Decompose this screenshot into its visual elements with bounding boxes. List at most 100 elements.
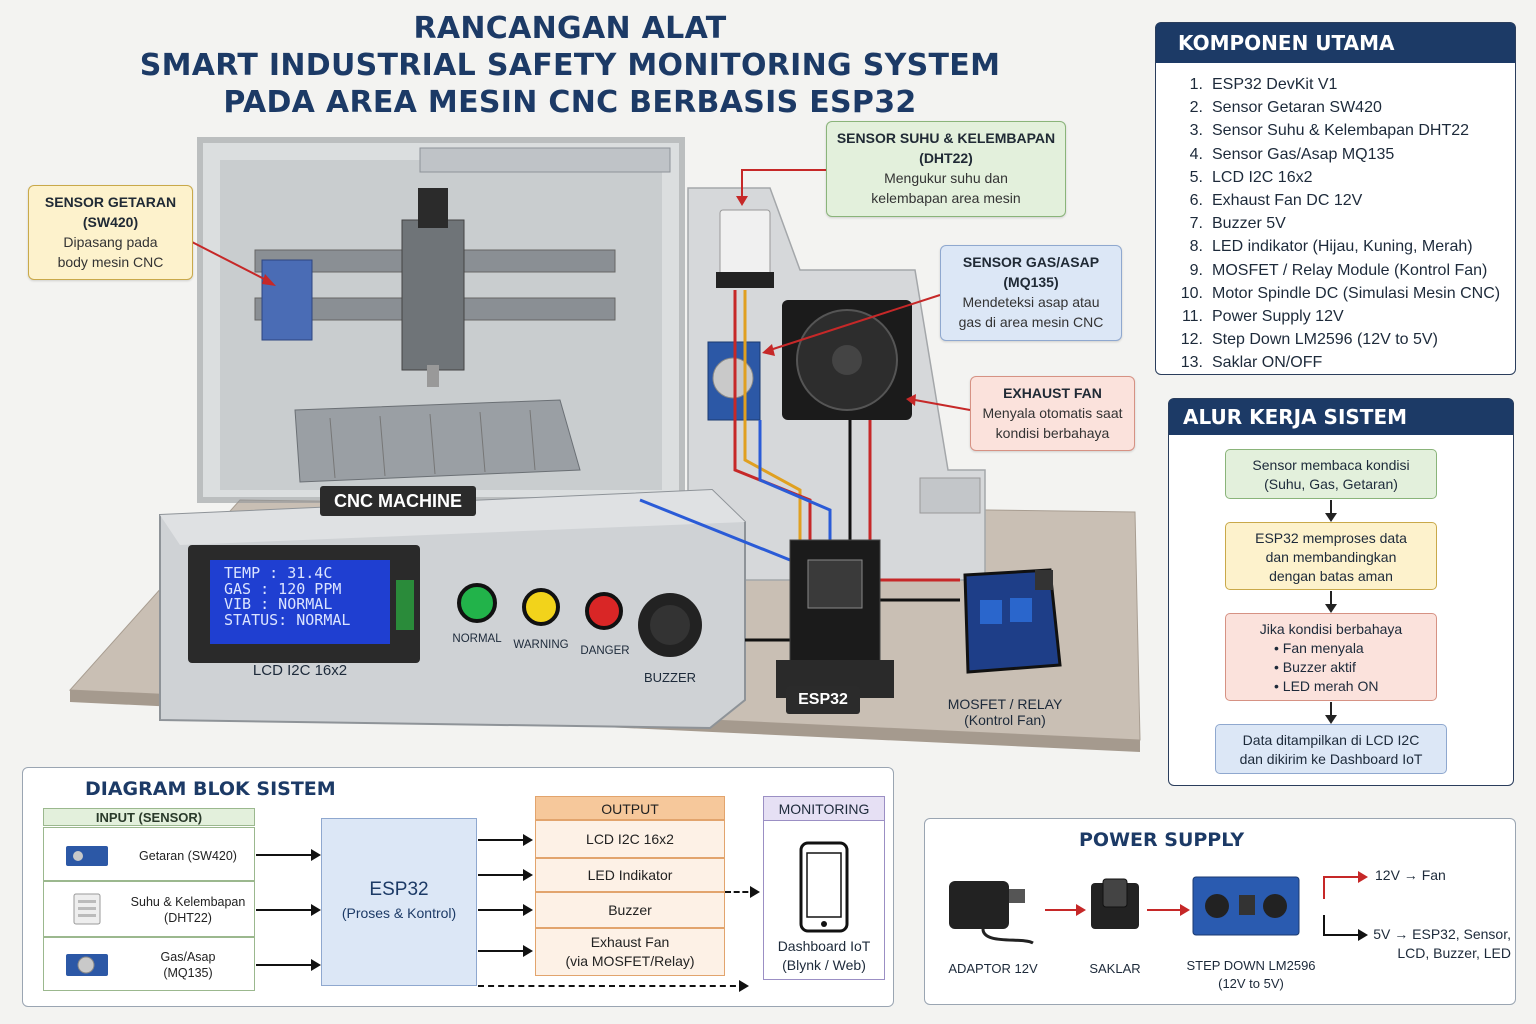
dht22-sensor — [719, 209, 771, 277]
output-led: LED Indikator — [535, 858, 725, 892]
monitoring-label: Dashboard IoT (Blynk / Web) — [764, 937, 884, 975]
output-fan-line-2: (via MOSFET/Relay) — [565, 953, 695, 969]
led-normal-label: NORMAL — [452, 633, 502, 645]
komponen-item-label: LCD I2C 16x2 — [1212, 168, 1313, 186]
output-fan-line-1: Exhaust Fan — [590, 934, 670, 950]
arrow-5v-devices — [1323, 929, 1368, 941]
input-suhu-line-2: (DHT22) — [164, 911, 212, 925]
callout-suhu-code: (DHT22) — [919, 150, 973, 166]
komponen-item-number: 6. — [1189, 192, 1203, 210]
input-gas-line-2: (MQ135) — [163, 966, 213, 980]
komponen-item: 10.Motor Spindle DC (Simulasi Mesin CNC) — [1176, 282, 1515, 305]
arrow-esp-fan — [478, 945, 533, 957]
blok-title: DIAGRAM BLOK SISTEM — [85, 778, 336, 800]
arrow-getaran-esp — [256, 849, 321, 861]
callout-fan-title: EXHAUST FAN — [1003, 385, 1102, 401]
komponen-item-label: Power Supply 12V — [1212, 308, 1344, 326]
arrow-suhu-esp — [256, 904, 321, 916]
power-stepdown-line-1: STEP DOWN LM2596 — [1186, 958, 1316, 973]
callout-getaran-desc-2: body mesin CNC — [57, 254, 164, 270]
callout-getaran-title: SENSOR GETARAN — [44, 194, 177, 210]
lcd-line-4: STATUS: NORMAL — [224, 610, 351, 629]
komponen-item-label: MOSFET / Relay Module (Kontrol Fan) — [1212, 261, 1488, 279]
alur-title: ALUR KERJA SISTEM — [1169, 399, 1513, 435]
lcd-line-2: GAS : 120 PPM — [224, 579, 342, 598]
callout-suhu-desc-2: kelembapan area mesin — [871, 190, 1021, 206]
lcd-line-1: TEMP : 31.4C — [224, 564, 333, 582]
flow-step-4-line-1: Data ditampilkan di LCD I2C — [1242, 732, 1420, 748]
power-12v-label: 12V → Fan — [1375, 867, 1446, 883]
input-getaran: Getaran (SW420) — [43, 827, 255, 881]
lcd-label: LCD I2C 16x2 — [252, 662, 348, 679]
sw420-icon — [66, 846, 108, 866]
komponen-item-number: 1. — [1189, 76, 1203, 93]
power-5v-line-1: 5V → ESP32, Sensor, — [1373, 926, 1511, 942]
dht22-icon — [73, 893, 101, 925]
lcd-screen — [210, 560, 390, 644]
flow-step-4: Data ditampilkan di LCD I2C dan dikirim … — [1215, 724, 1447, 774]
komponen-item-number: 4. — [1189, 145, 1203, 163]
komponen-item: 13. Saklar ON/OFF — [1176, 351, 1515, 374]
komponen-item: 8.LED indikator (Hijau, Kuning, Merah) — [1176, 235, 1515, 258]
page-title: RANCANGAN ALAT SMART INDUSTRIAL SAFETY M… — [60, 10, 1080, 121]
esp32-label: ESP32 — [786, 686, 860, 714]
output-lcd: LCD I2C 16x2 — [535, 820, 725, 858]
lcd-text: TEMP : 31.4C GAS : 120 PPM VIB : NORMAL … — [224, 564, 384, 629]
callout-getaran-desc-1: Dipasang pada — [63, 234, 158, 250]
blok-diagram-panel: DIAGRAM BLOK SISTEM INPUT (SENSOR) Getar… — [22, 767, 894, 1007]
callout-getaran-code: (SW420) — [82, 214, 139, 230]
flow-step-3-line-2: • Fan menyala — [1274, 640, 1364, 656]
komponen-item-label: Saklar ON/OFF — [1212, 354, 1323, 372]
arrow-saklar-stepdown — [1147, 904, 1190, 916]
komponen-item-number: 11. — [1181, 308, 1203, 326]
flow-step-2-line-2: dan membandingkan — [1265, 549, 1397, 565]
esp32-block-title: ESP32 — [369, 879, 429, 900]
title-line-2: SMART INDUSTRIAL SAFETY MONITORING SYSTE… — [139, 48, 1001, 83]
power-title: POWER SUPPLY — [1079, 829, 1245, 851]
esp32-block-subtitle: (Proses & Kontrol) — [341, 905, 457, 921]
relay-label: MOSFET / RELAY (Kontrol Fan) — [940, 696, 1070, 728]
komponen-item-number: 2. — [1189, 99, 1203, 117]
komponen-item-number: 5. — [1189, 168, 1203, 186]
callout-fan-desc-2: kondisi berbahaya — [995, 425, 1110, 441]
komponen-item-label: Sensor Suhu & Kelembapan DHT22 — [1212, 122, 1470, 140]
esp32-block: ESP32 (Proses & Kontrol) — [321, 818, 477, 986]
arrow-output-monitoring — [725, 886, 760, 898]
power-5v-line-2: LCD, Buzzer, LED — [1397, 945, 1511, 961]
callout-fan-desc-1: Menyala otomatis saat — [982, 405, 1123, 421]
callout-sensor-suhu: SENSOR SUHU & KELEMBAPAN (DHT22) Menguku… — [826, 121, 1066, 217]
callout-exhaust-fan: EXHAUST FAN Menyala otomatis saat kondis… — [970, 376, 1135, 451]
smartphone-icon — [799, 841, 849, 933]
arrow-esp-monitoring — [478, 980, 749, 992]
monitoring-block: MONITORING Dashboard IoT (Blynk / Web) — [763, 796, 885, 980]
power-5v-label: 5V → ESP32, Sensor, LCD, Buzzer, LED — [1365, 925, 1511, 963]
callout-sensor-getaran: SENSOR GETARAN (SW420) Dipasang pada bod… — [28, 185, 193, 280]
input-gas-line-1: Gas/Asap — [160, 950, 216, 964]
flow-arrow-3 — [1325, 702, 1337, 724]
led-danger-label: DANGER — [580, 645, 630, 657]
input-gas: Gas/Asap (MQ135) — [43, 937, 255, 991]
arrow-12v-riser — [1323, 877, 1325, 899]
input-suhu-line-1: Suhu & Kelembapan — [130, 895, 246, 909]
komponen-item: 6.Exhaust Fan DC 12V — [1176, 189, 1515, 212]
komponen-item: 12.Step Down LM2596 (12V to 5V) — [1176, 328, 1515, 351]
mq135-icon — [66, 954, 108, 976]
led-red — [585, 592, 623, 630]
arrow-esp-led — [478, 869, 533, 881]
power-adaptor-label: ADAPTOR 12V — [948, 961, 1038, 976]
flow-step-2-line-3: dengan batas aman — [1269, 568, 1393, 584]
callout-suhu-desc-1: Mengukur suhu dan — [884, 170, 1008, 186]
alur-panel: ALUR KERJA SISTEM Sensor membaca kondisi… — [1168, 398, 1514, 786]
flow-step-3: Jika kondisi berbahaya • Fan menyala • B… — [1225, 613, 1437, 701]
input-suhu: Suhu & Kelembapan (DHT22) — [43, 881, 255, 937]
komponen-item-number: 13. — [1180, 354, 1203, 372]
switch-icon — [1091, 878, 1139, 929]
lcd-line-3: VIB : NORMAL — [224, 595, 333, 613]
komponen-item-label: LED indikator (Hijau, Kuning, Merah) — [1212, 238, 1473, 256]
power-saklar-label: SAKLAR — [1089, 961, 1141, 976]
flow-step-1-line-2: (Suhu, Gas, Getaran) — [1264, 476, 1398, 492]
relay-label-line-1: MOSFET / RELAY — [947, 696, 1063, 712]
callout-gas-desc-2: gas di area mesin CNC — [958, 314, 1104, 330]
device-illustration — [68, 137, 1141, 752]
